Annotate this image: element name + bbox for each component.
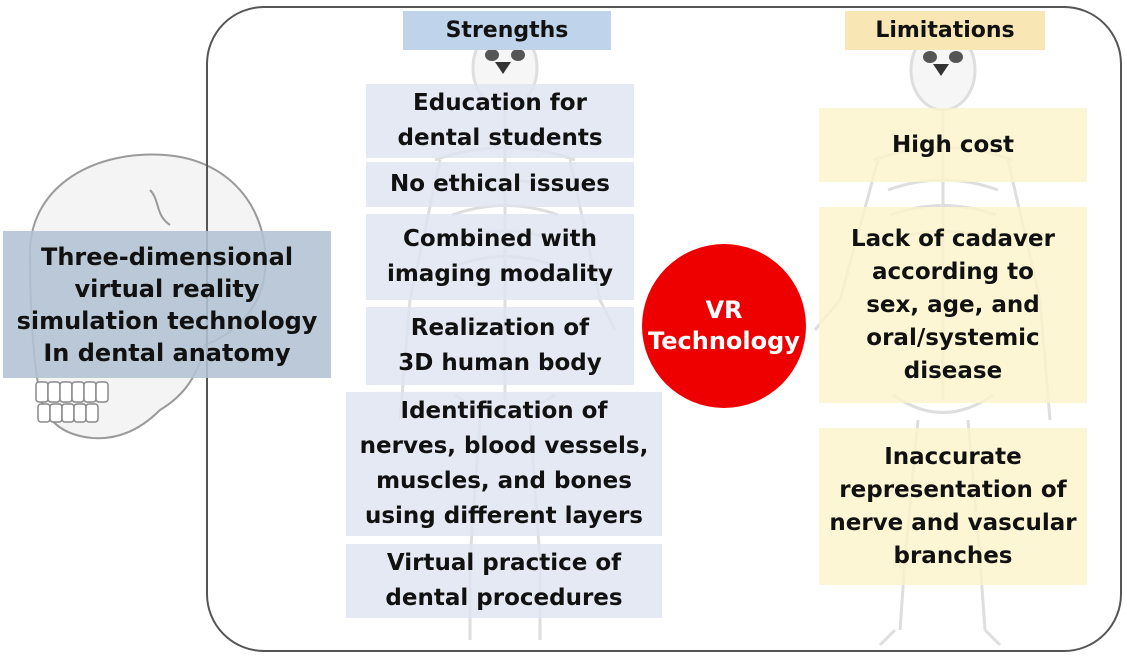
strength-item-3d-body: Realization of 3D human body [366, 307, 634, 385]
limitation-item-lack-of-cadaver: Lack of cadaver according to sex, age, a… [819, 207, 1087, 403]
strengths-header: Strengths [403, 11, 611, 50]
limitations-header: Limitations [845, 11, 1045, 50]
strength-item-education: Education for dental students [366, 84, 634, 158]
limitation-item-inaccurate-representation: Inaccurate representation of nerve and v… [819, 428, 1087, 585]
strength-item-no-ethical-issues: No ethical issues [366, 162, 634, 207]
strength-item-identification-layers: Identification of nerves, blood vessels,… [346, 392, 662, 536]
limitation-item-high-cost: High cost [819, 108, 1087, 182]
strength-item-virtual-practice: Virtual practice of dental procedures [346, 544, 662, 618]
vr-technology-circle: VR Technology [642, 244, 806, 408]
main-topic-box: Three-dimensional virtual reality simula… [3, 231, 331, 378]
vr-technology-label: VR Technology [648, 296, 800, 355]
strength-item-imaging-modality: Combined with imaging modality [366, 214, 634, 300]
